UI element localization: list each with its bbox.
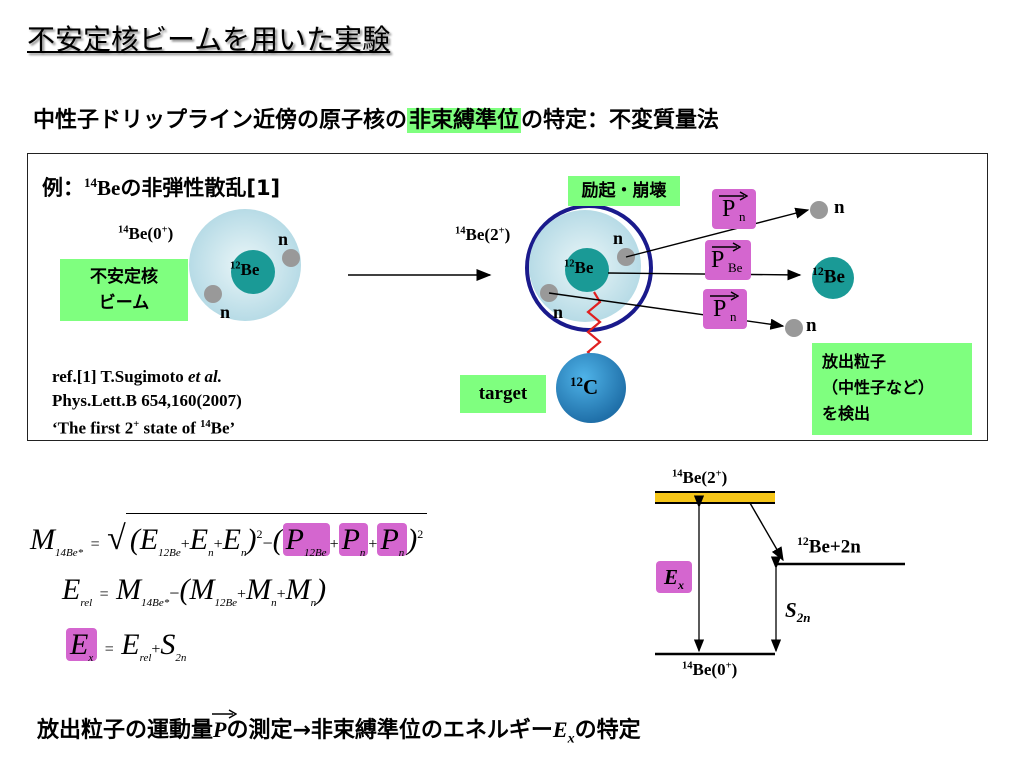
bottom-text-2: の測定→非束縛準位のエネルギー bbox=[226, 718, 553, 743]
vector-arrow-icon bbox=[712, 242, 741, 252]
p-symbol: P bbox=[713, 296, 727, 322]
bottom-text-1: 放出粒子の運動量 bbox=[37, 718, 214, 743]
beam-neutron-label-1: n bbox=[278, 229, 289, 249]
emitted-particles-box: 放出粒子 （中性子など） を検出 bbox=[812, 343, 972, 435]
p-subscript: n bbox=[739, 209, 746, 224]
excited-neutron-label-2: n bbox=[553, 302, 564, 322]
decay-arrow bbox=[749, 502, 784, 562]
momentum-core: P Be bbox=[705, 240, 751, 280]
outgoing-core bbox=[812, 257, 854, 299]
ex-label: Ex bbox=[656, 561, 692, 593]
excited-core-label: 12Be bbox=[564, 258, 594, 277]
interaction-zigzag bbox=[586, 291, 602, 363]
outgoing-neutron-label-1: n bbox=[834, 197, 845, 218]
equation-mass: M14Be* = √(E12Be+En+En)2−(P12Be+Pn+Pn)2 bbox=[30, 513, 428, 559]
outgoing-neutron-1 bbox=[810, 201, 828, 219]
level-threshold-label: 12Be+2n bbox=[797, 535, 861, 558]
vector-arrow-icon bbox=[719, 191, 748, 201]
beam-neutron-1 bbox=[282, 249, 300, 267]
beam-neutron-label-2: n bbox=[220, 302, 231, 322]
equation-rel: Erel = M14Be*−(M12Be+Mn+Mn) bbox=[62, 573, 327, 609]
p-symbol: P bbox=[722, 196, 736, 222]
subtitle-highlight: 非束縛準位 bbox=[407, 108, 522, 133]
target-label-box: target bbox=[460, 375, 546, 413]
target-nucleus bbox=[556, 353, 626, 423]
target-nucleus-label: 12C bbox=[570, 374, 599, 399]
unstable-beam-box: 不安定核 ビーム bbox=[60, 259, 188, 321]
excited-state-label: 14Be(2+) bbox=[455, 225, 511, 244]
unstable-beam-line2: ビーム bbox=[98, 293, 150, 313]
bottom-ex: Ex bbox=[552, 717, 575, 747]
subtitle-text-end: の特定：不変質量法 bbox=[521, 108, 720, 133]
excited-level-band bbox=[655, 493, 775, 502]
reaction-panel bbox=[27, 153, 988, 441]
neutron-track-1 bbox=[625, 207, 810, 258]
emitted-line2: （中性子など） bbox=[822, 378, 935, 397]
momentum-neutron-2: P n bbox=[703, 289, 747, 329]
p-subscript: n bbox=[730, 309, 737, 324]
unstable-beam-line1: 不安定核 bbox=[90, 267, 158, 287]
beam-state-label: 14Be(0+) bbox=[118, 224, 174, 243]
outgoing-neutron-2 bbox=[785, 319, 803, 337]
bottom-p-vector: P bbox=[212, 709, 238, 743]
subtitle-text: 中性子ドリップライン近傍の原子核の bbox=[33, 108, 408, 133]
equation-ex: Ex = Erel+S2n bbox=[66, 628, 186, 664]
reference: ref.[1] T.Sugimoto et al. Phys.Lett.B 65… bbox=[52, 367, 242, 438]
vector-arrow-icon bbox=[212, 709, 238, 719]
beam-core-label: 12Be bbox=[230, 260, 260, 279]
excite-decay-box: 励起・崩壊 bbox=[568, 176, 680, 206]
example-heading: 例：14Beの非弾性散乱[1] bbox=[42, 175, 281, 200]
beam-neutron-2 bbox=[204, 285, 222, 303]
outgoing-core-label: 12Be bbox=[812, 265, 845, 288]
s2n-label: S2n bbox=[785, 598, 811, 626]
level-ground-label: 14Be(0+) bbox=[682, 660, 738, 679]
vector-arrow-icon bbox=[710, 291, 739, 301]
beam-core bbox=[231, 250, 275, 294]
emitted-line3: を検出 bbox=[822, 404, 871, 423]
p-subscript: Be bbox=[728, 260, 743, 275]
momentum-neutron-1: P n bbox=[712, 189, 756, 229]
core-track bbox=[607, 269, 802, 281]
slide-title: 不安定核ビームを用いた実験 bbox=[27, 23, 391, 56]
excited-neutron-label-1: n bbox=[613, 228, 624, 248]
p-symbol: P bbox=[711, 247, 725, 273]
outgoing-neutron-label-2: n bbox=[806, 315, 817, 336]
slide-subtitle: 中性子ドリップライン近傍の原子核の非束縛準位の特定：不変質量法 bbox=[33, 102, 719, 134]
level-upper-label: 14Be(2+) bbox=[672, 468, 728, 487]
bottom-text-3: の特定 bbox=[574, 718, 641, 743]
excited-core bbox=[565, 248, 609, 292]
emitted-line1: 放出粒子 bbox=[822, 352, 887, 371]
